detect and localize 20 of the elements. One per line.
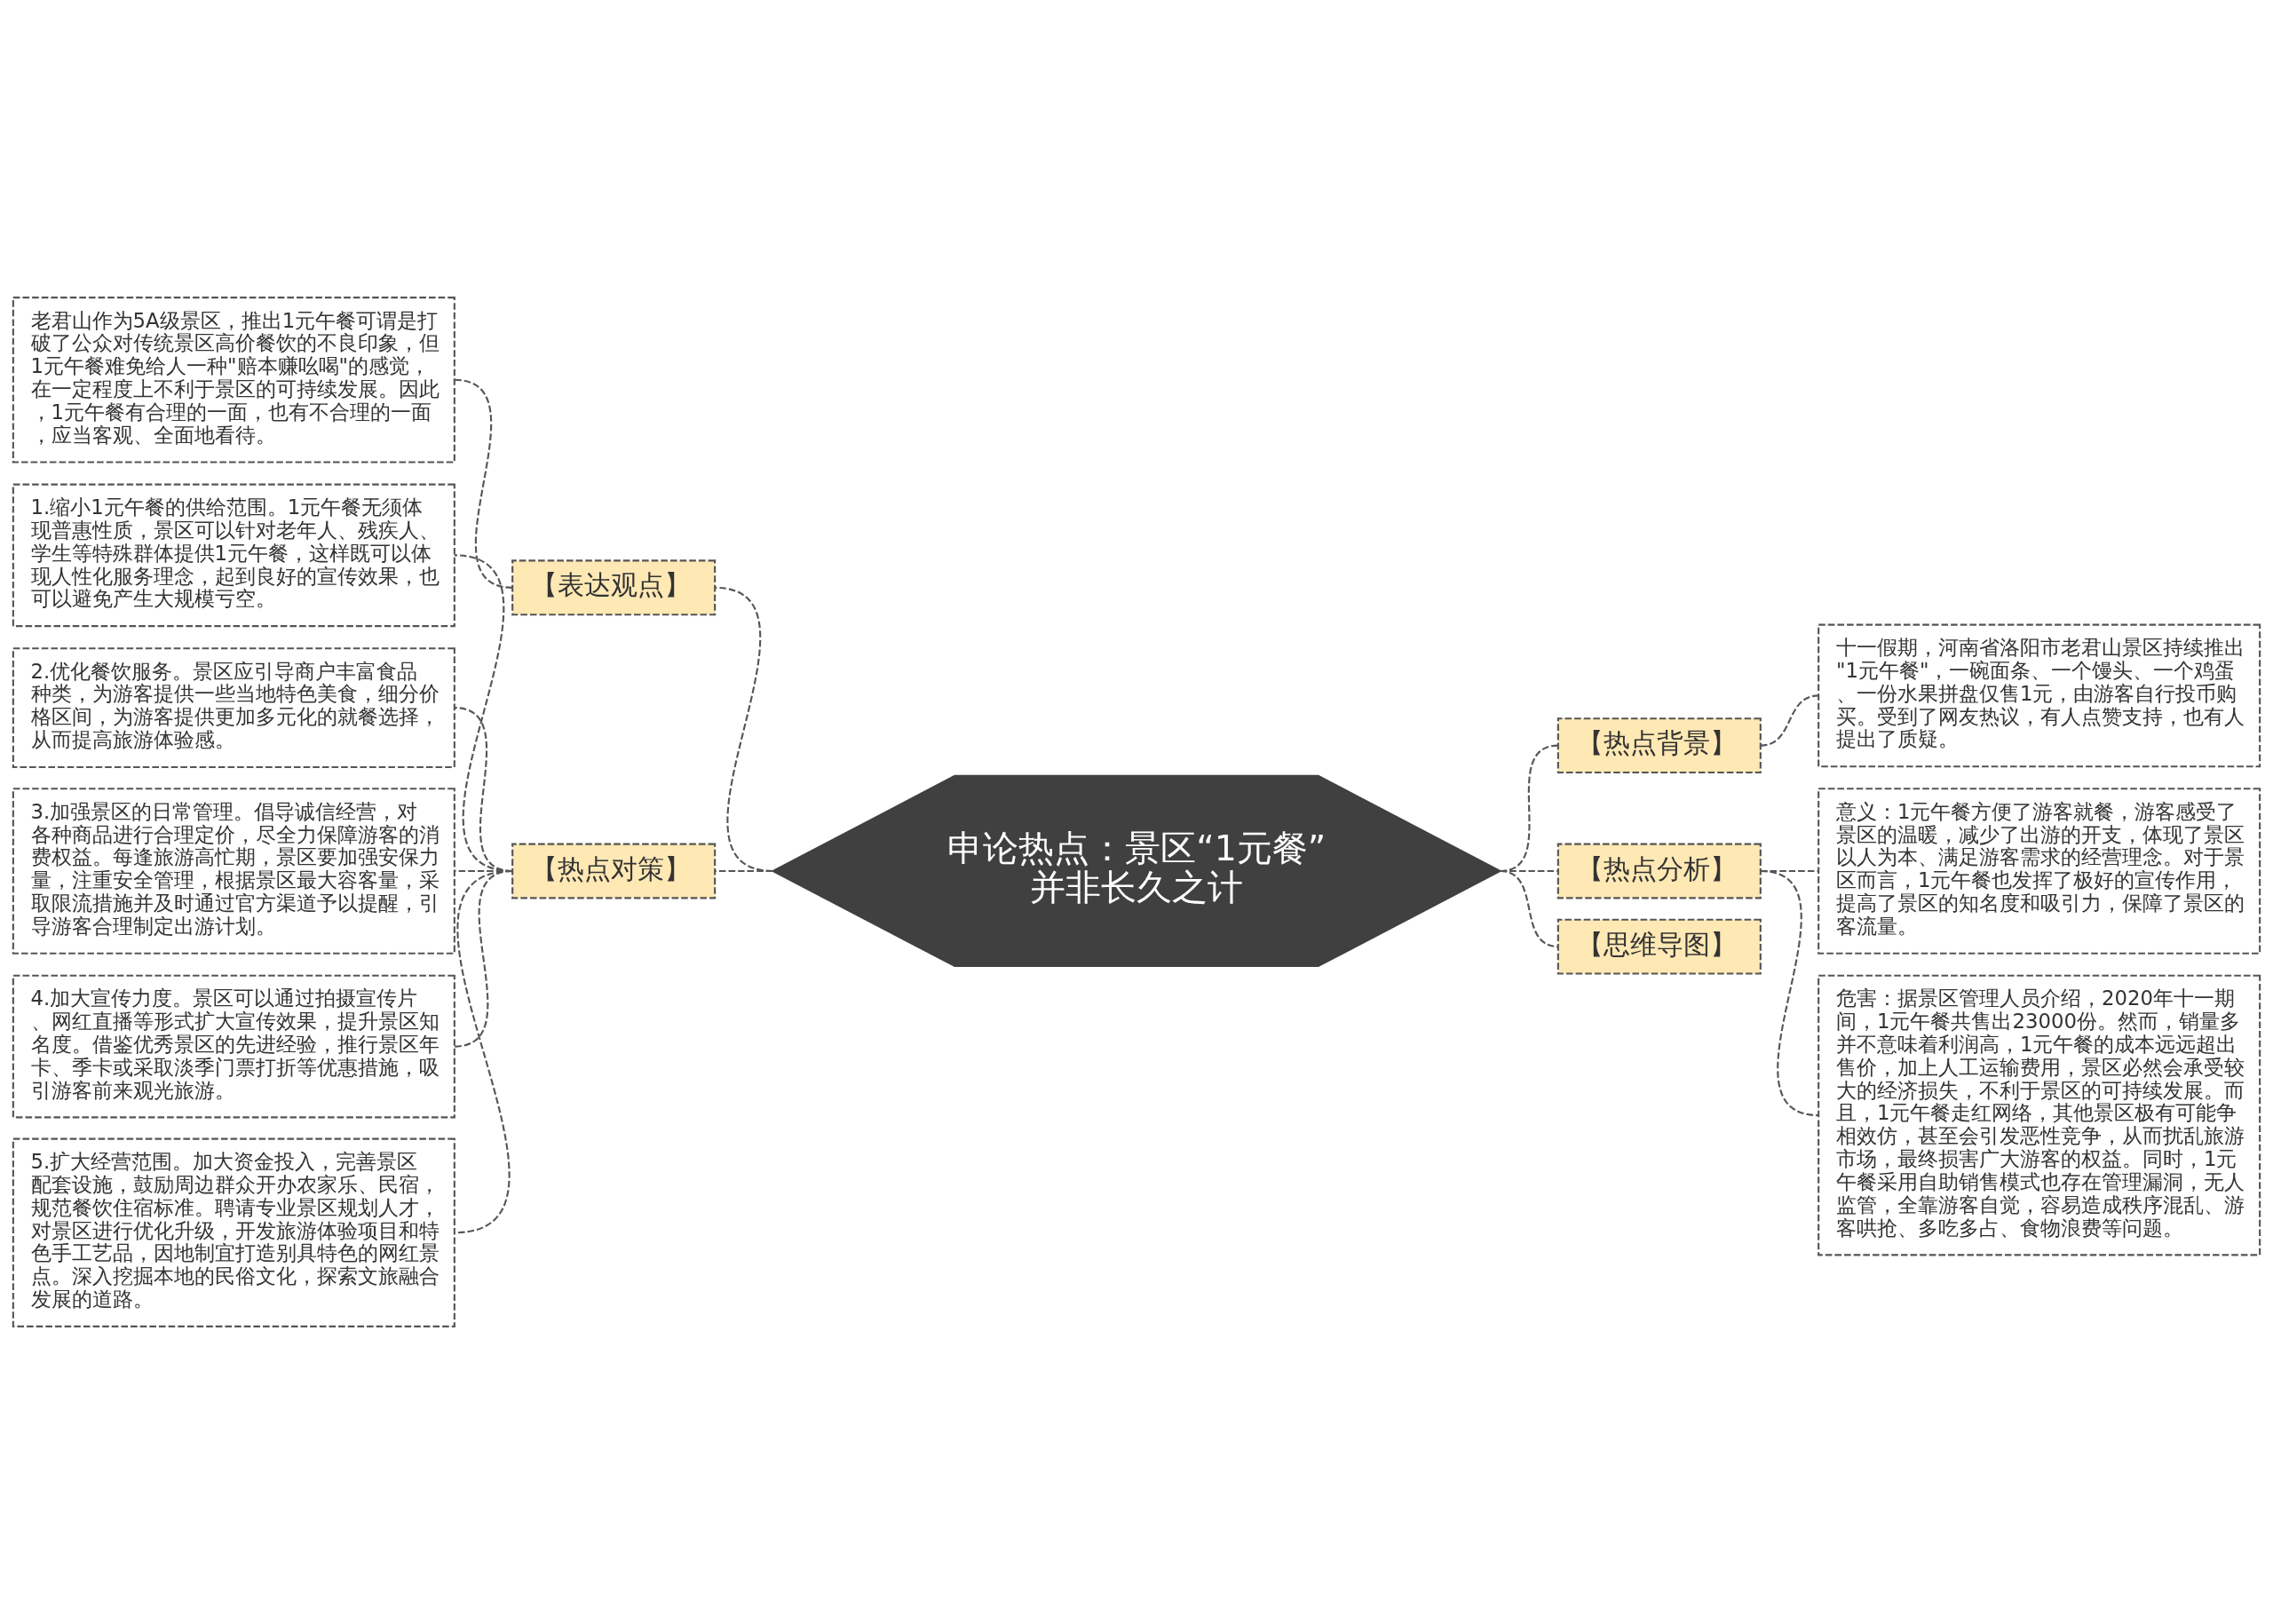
node-box: 危害：据景区管理人员介绍，2020年十一期间，1元午餐共售出23000份。然而，销量多并不意味着利润高，1元午餐的成本远远超出售价，加上人工运输费用，景区必然会承受较大的经济损失，不利于景区的可持续发展。而且，1元午餐走红网络，其他景区极有可能争相效仿，甚至会引发恶性竞争，从而扰乱旅游市场，最终损害广大游客的权益。同时，1元午餐采用自助销售模式也存在管理漏洞，无人监管，全靠游客自觉，容易造成秩序混乱、游客哄抢、多吃多占、食物浪费等问题。 [1818,974,2261,1256]
connector [1760,869,1819,1117]
node-box: 十一假期，河南省洛阳市老君山景区持续推出"1元午餐"，一碗面条、一个馒头、一个鸡蛋、一份水果拼盘仅售1元，由游客自行投币购买。受到了网友热议，有人点赞支持，也有人提出了质疑。 [1818,623,2261,768]
connector [454,378,513,589]
connector [1500,869,1558,948]
node-box: 【热点分析】 [1556,843,1762,899]
node-box: 2.优化餐饮服务。景区应引导商户丰富食品种类，为游客提供一些当地特色美食，细分价格区间，为游客提供更加多元化的就餐选择，从而提高旅游体验感。 [12,647,455,769]
node-box: 老君山作为5A级景区，推出1元午餐可谓是打破了公众对传统景区高价餐饮的不良印象，但1元午餐难免给人一种"赔本赚吆喝"的感觉，在一定程度上不利于景区的可持续发展。因此，1元午餐有合理的一面，也有不合理的一面，应当客观、全面地看待。 [12,297,455,463]
connector [1760,694,1819,747]
node-box: 1.缩小1元午餐的供给范围。1元午餐无须体现普惠性质，景区可以针对老年人、残疾人、学生等特殊群体提供1元午餐，这样既可以体现人性化服务理念，起到良好的宣传效果，也可以避免产生大规模亏空。 [12,483,455,628]
node-box: 【表达观点】 [511,559,717,616]
connector [714,586,773,873]
connector [454,869,513,1234]
node-box: 【热点背景】 [1556,717,1762,774]
node-box: 4.加大宣传力度。景区可以通过拍摄宣传片、网红直播等形式扩大宣传效果，提升景区知名度。借鉴优秀景区的先进经验，推行景区年卡、季卡或采取淡季门票打折等优惠措施，吸引游客前来观光旅游。 [12,974,455,1119]
node-box: 意义：1元午餐方便了游客就餐，游客感受了景区的温暖，减少了出游的开支，体现了景区以人为本、满足游客需求的经营理念。对于景区而言，1元午餐也发挥了极好的宣传作用，提高了景区的知名度和吸引力，保障了景区的客流量。 [1818,788,2261,955]
node-box: 3.加强景区的日常管理。倡导诚信经营，对各种商品进行合理定价，尽全力保障游客的消费权益。每逢旅游高忙期，景区要加强安保力量，注重安全管理，根据景区最大容客量，采取限流措施并及时通过官方渠道予以提醒，引导游客合理制定出游计划。 [12,788,455,955]
node-box: 【热点对策】 [511,843,717,899]
node-box: 5.扩大经营范围。加大资金投入，完善景区配套设施，鼓励周边群众开办农家乐、民宿，规范餐饮住宿标准。聘请专业景区规划人才，对景区进行优化升级，开发旅游体验项目和特色手工艺品，因地制宜打造别具特色的网红景点。深入挖掘本地的民俗文化，探索文旅融合发展的道路。 [12,1137,455,1327]
node-box: 【思维导图】 [1556,918,1762,975]
